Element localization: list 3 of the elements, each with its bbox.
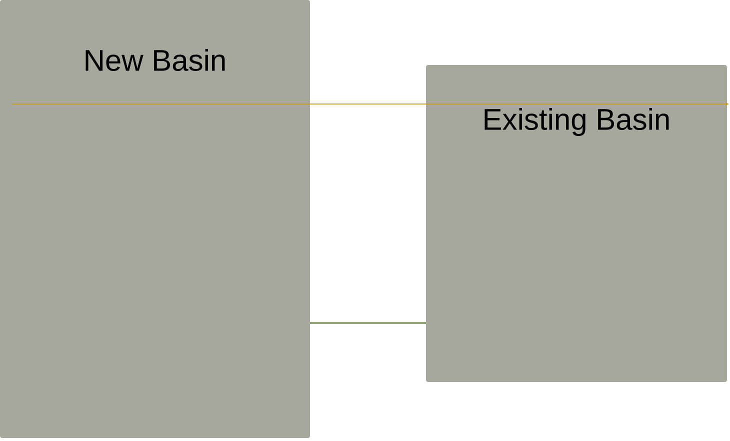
connector-line: [310, 322, 426, 324]
basin-box: Existing Basin: [426, 65, 727, 382]
basin-box: New Basin: [0, 0, 310, 438]
